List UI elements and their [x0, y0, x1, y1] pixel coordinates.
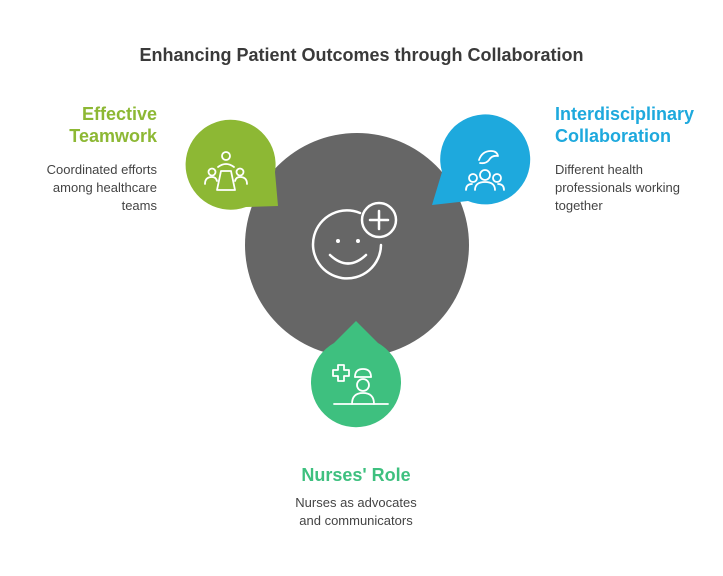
teamwork-desc-line1: Coordinated efforts: [46, 162, 157, 177]
teamwork-heading-line1: Effective: [81, 104, 157, 124]
collaboration-desc-line3: together: [555, 198, 603, 213]
teamwork-heading: Effective Teamwork: [69, 103, 157, 147]
collaboration-heading: Interdisciplinary Collaboration: [555, 103, 694, 147]
teamwork-heading-line2: Teamwork: [69, 126, 157, 146]
collaboration-desc-line2: professionals working: [555, 180, 681, 195]
teamwork-desc-line3: teams: [121, 198, 157, 213]
collaboration-description: Different health professionals working t…: [555, 161, 680, 215]
teamwork-description: Coordinated efforts among healthcare tea…: [47, 161, 157, 215]
group-people-icon: [465, 150, 505, 191]
nurses-node: [311, 321, 402, 428]
teamwork-desc-line2: among healthcare: [52, 180, 157, 195]
collaboration-desc-line1: Different health: [555, 162, 643, 177]
nurses-heading-line1: Nurses' Role: [301, 465, 411, 485]
patient-smile-plus-icon: [311, 201, 398, 280]
diagram-title: Enhancing Patient Outcomes through Colla…: [139, 45, 584, 65]
teamwork-node: [185, 119, 278, 210]
nurses-desc-line2: and communicators: [299, 513, 413, 528]
nurses-heading: Nurses' Role: [256, 464, 456, 486]
collaboration-node: [432, 114, 531, 205]
nurses-desc-line1: Nurses as advocates: [295, 495, 417, 510]
center-circle: [245, 133, 469, 357]
collaboration-heading-line2: Collaboration: [555, 126, 671, 146]
nurse-icon: [332, 364, 389, 405]
team-meeting-icon: [204, 151, 248, 191]
collaboration-heading-line1: Interdisciplinary: [555, 104, 695, 124]
nurses-description: Nurses as advocates and communicators: [246, 494, 466, 530]
